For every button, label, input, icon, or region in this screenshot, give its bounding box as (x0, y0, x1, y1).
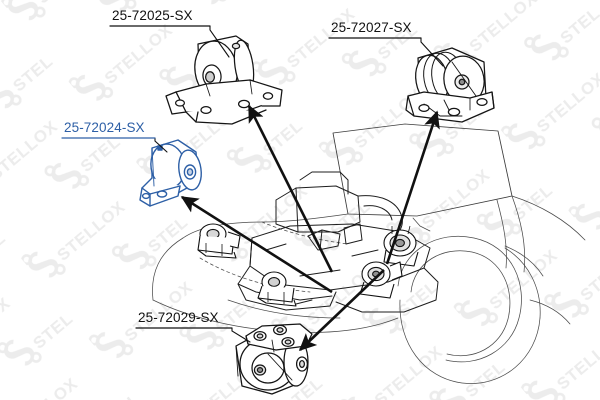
part-illustration-25-72029 (235, 323, 313, 395)
leader-lines (154, 25, 444, 343)
part-illustration-25-72024 (139, 139, 202, 207)
callout-label-25-72025[interactable]: 25-72025-SX (112, 8, 193, 23)
arrow-to-25-72024 (180, 195, 333, 294)
leader-25-72027 (420, 37, 444, 67)
arrow-to-25-72025 (247, 104, 334, 273)
part-illustration-25-72025 (165, 35, 283, 125)
leader-25-72025 (209, 25, 230, 58)
callout-label-25-72024[interactable]: 25-72024-SX (64, 120, 145, 135)
label-underlines (61, 25, 422, 329)
chassis-mount-d (359, 261, 403, 299)
leader-25-72024 (154, 137, 168, 153)
callout-label-25-72027[interactable]: 25-72027-SX (331, 20, 412, 35)
chassis-mount-a (197, 223, 241, 259)
callout-label-25-72029[interactable]: 25-72029-SX (138, 310, 219, 325)
chassis-mount-c (257, 271, 297, 307)
vehicle-body-outline (152, 123, 586, 384)
leader-25-72029 (231, 327, 251, 343)
part-illustration-25-72027 (405, 47, 495, 123)
arrow-to-25-72029 (298, 269, 385, 352)
pointer-arrows (180, 104, 440, 352)
arrow-to-25-72027 (385, 110, 440, 265)
